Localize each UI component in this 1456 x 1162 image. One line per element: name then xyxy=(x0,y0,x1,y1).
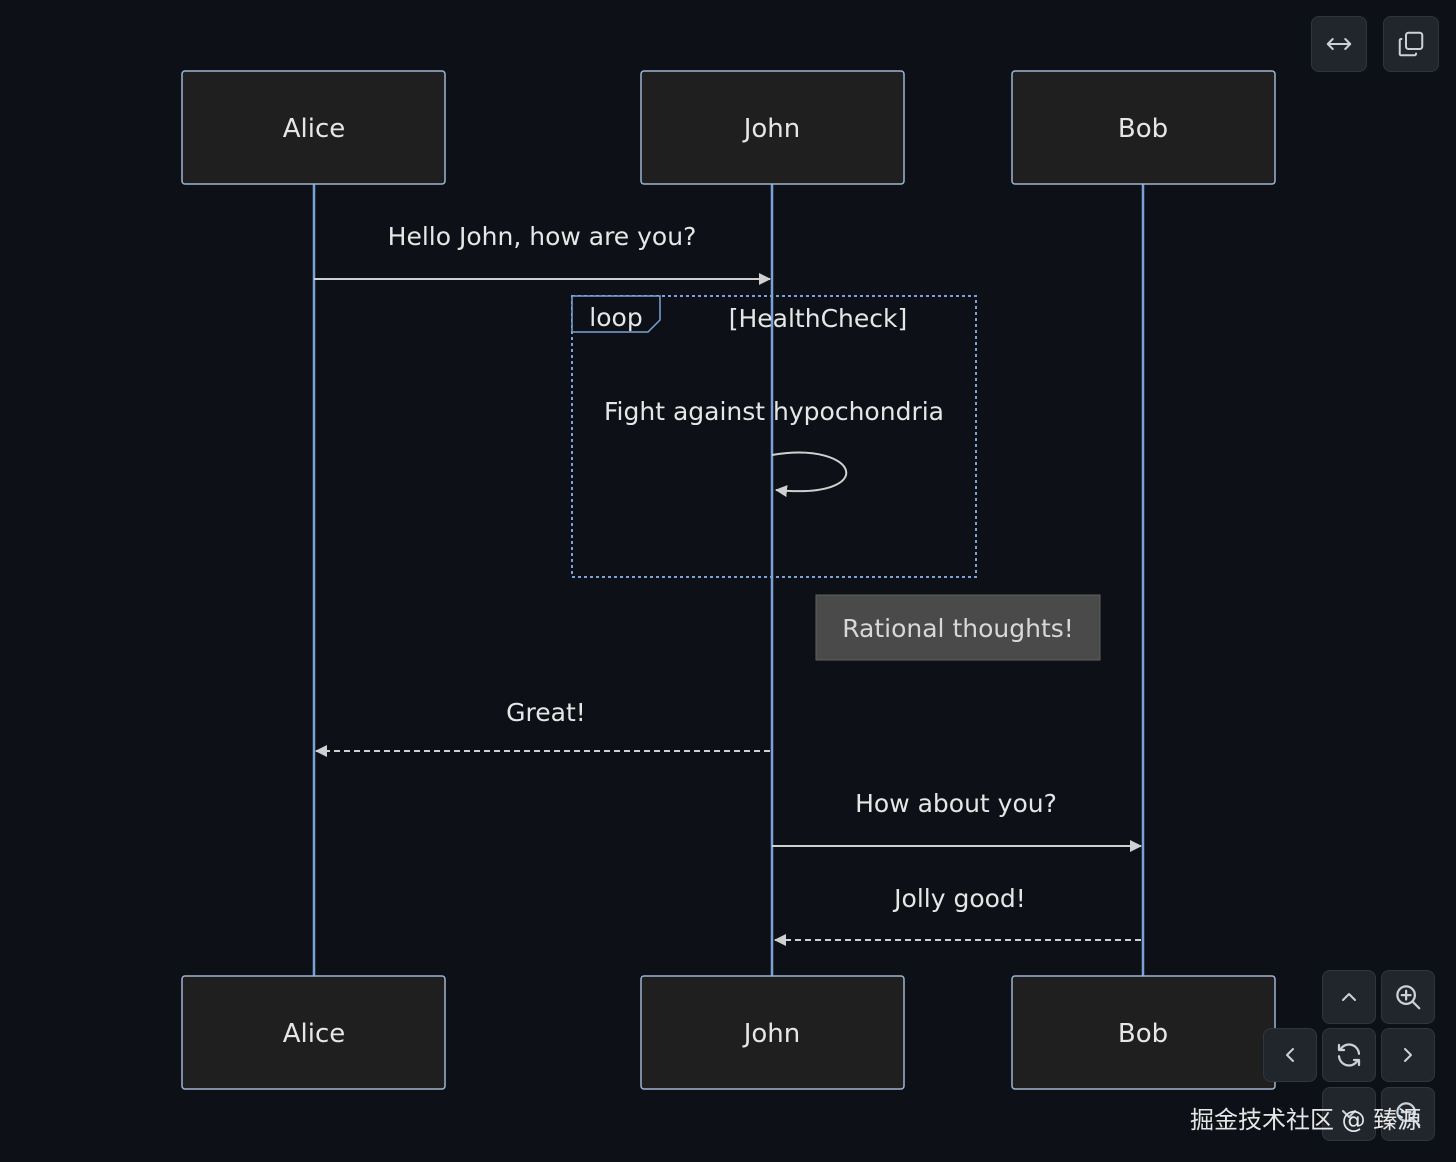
loop-label: loop xyxy=(589,303,642,332)
actor-bottom-alice: Alice xyxy=(181,975,446,1090)
chevron-up-icon xyxy=(1342,993,1356,1001)
actor-top-alice: Alice xyxy=(181,70,446,185)
actor-label: Bob xyxy=(1118,114,1168,144)
actor-bottom-bob: Bob xyxy=(1011,975,1276,1090)
chevron-down-icon xyxy=(1342,1110,1356,1118)
reset-icon xyxy=(1337,1043,1361,1067)
actor-label: John xyxy=(742,114,801,144)
note-text: Rational thoughts! xyxy=(842,614,1074,643)
chevron-right-icon xyxy=(1404,1048,1412,1062)
pan-down-button[interactable] xyxy=(1322,1087,1376,1141)
zoom-in-icon xyxy=(1396,985,1421,1010)
actor-label: John xyxy=(742,1019,801,1049)
message-label-2: Fight against hypochondria xyxy=(604,397,944,426)
actor-label: Alice xyxy=(283,114,346,144)
message-label-4: How about you? xyxy=(855,789,1057,818)
copy-icon xyxy=(1398,31,1424,57)
actor-label: Bob xyxy=(1118,1019,1168,1049)
zoom-out-icon xyxy=(1396,1102,1421,1127)
expand-horizontal-button[interactable] xyxy=(1311,16,1367,72)
message-label-5: Jolly good! xyxy=(892,884,1026,913)
actor-top-bob: Bob xyxy=(1011,70,1276,185)
copy-button[interactable] xyxy=(1383,16,1439,72)
zoom-in-button[interactable] xyxy=(1381,970,1435,1024)
pan-right-button[interactable] xyxy=(1381,1028,1435,1082)
message-arrow-2 xyxy=(771,451,848,498)
actor-top-john: John xyxy=(640,70,905,185)
loop-block: loop [HealthCheck] xyxy=(571,295,977,578)
zoom-out-button[interactable] xyxy=(1381,1087,1435,1141)
message-label-3: Great! xyxy=(506,698,586,727)
expand-horizontal-icon xyxy=(1326,38,1352,50)
loop-condition: [HealthCheck] xyxy=(729,304,908,333)
reset-view-button[interactable] xyxy=(1322,1028,1376,1082)
watermark: 掘金技术社区 @ 臻源 xyxy=(1190,1106,1422,1134)
pan-left-button[interactable] xyxy=(1263,1028,1317,1082)
chevron-left-icon xyxy=(1286,1048,1294,1062)
actor-bottom-john: John xyxy=(640,975,905,1090)
pan-up-button[interactable] xyxy=(1322,970,1376,1024)
message-label-1: Hello John, how are you? xyxy=(388,222,697,251)
actor-label: Alice xyxy=(283,1019,346,1049)
note: Rational thoughts! xyxy=(815,594,1101,661)
